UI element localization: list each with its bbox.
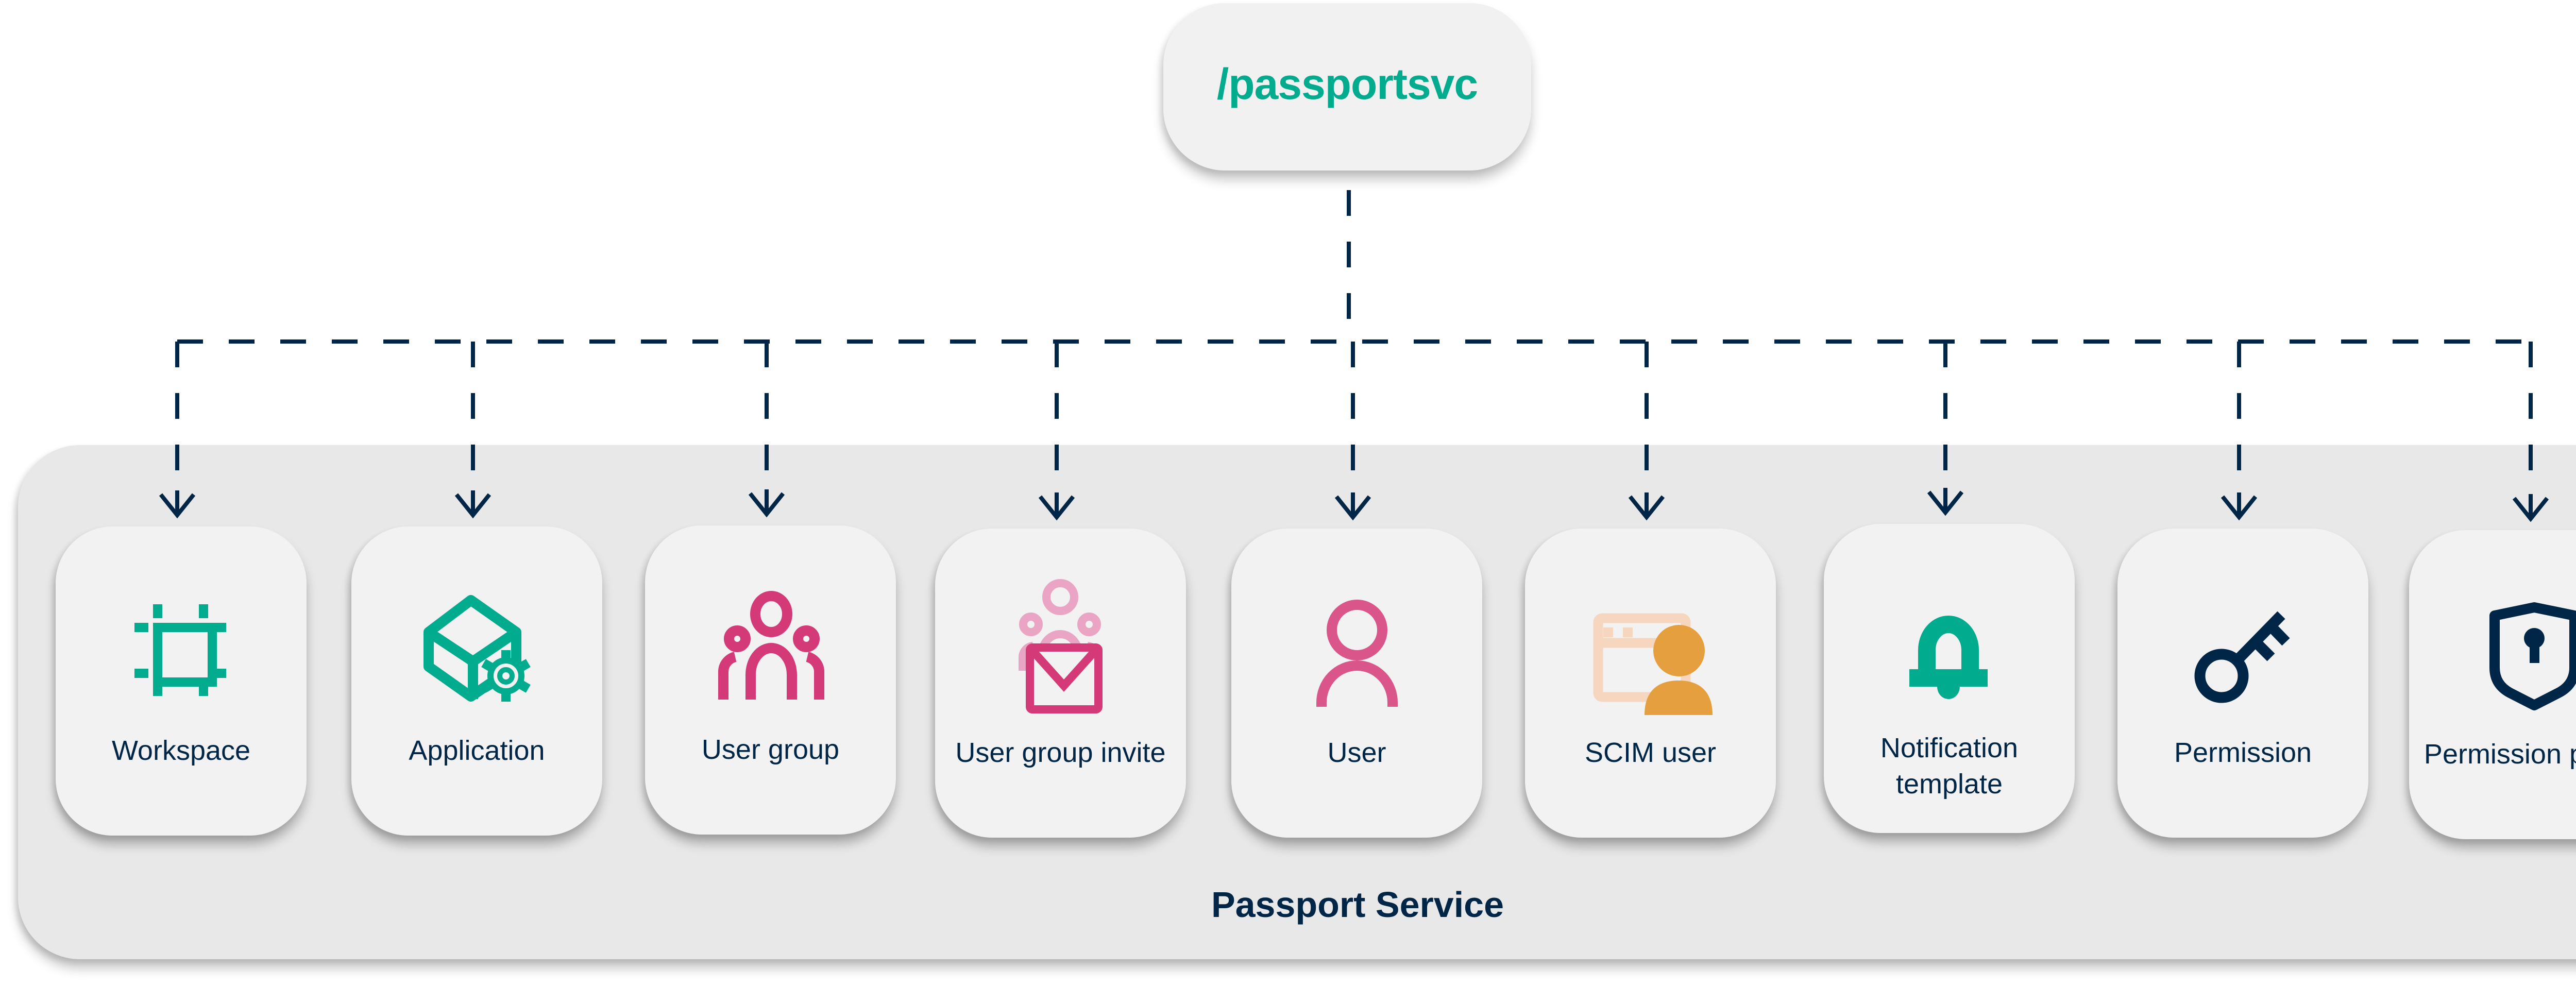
node-user-group-invite[interactable]: User group invite: [935, 529, 1186, 838]
node-permission[interactable]: Permission: [2117, 529, 2368, 838]
node-label: Application: [409, 735, 545, 766]
root-node-label: /passportsvc: [1216, 60, 1478, 108]
node-user[interactable]: User: [1231, 529, 1482, 838]
node-label: Notification template: [1880, 733, 2019, 800]
node-label: User: [1327, 737, 1386, 768]
bell-icon: [1909, 616, 1988, 699]
workspace-icon: [134, 604, 226, 696]
node-permission-profile[interactable]: Permission profile: [2409, 530, 2576, 839]
user-group-invite-envelope-icon: [1018, 579, 1103, 713]
node-scim-user[interactable]: SCIM user: [1525, 529, 1776, 838]
user-group-icon: [718, 591, 824, 700]
node-label: SCIM user: [1584, 737, 1717, 768]
node-notification-template[interactable]: Notification template: [1824, 524, 2075, 833]
root-node-passportsvc[interactable]: /passportsvc: [1163, 3, 1531, 171]
node-workspace[interactable]: Workspace: [56, 526, 307, 836]
node-user-group[interactable]: User group: [645, 525, 896, 835]
shield-keyhole-icon: [2489, 602, 2576, 710]
container-label: Passport Service: [1211, 885, 1504, 925]
node-label: User group: [701, 734, 840, 765]
scim-user-icon: [1593, 613, 1713, 715]
node-label: User group invite: [955, 737, 1166, 768]
node-label: Permission profile: [2424, 739, 2576, 770]
node-label: Permission: [2174, 737, 2312, 768]
application-cube-gear-icon: [423, 595, 531, 702]
key-icon: [2194, 611, 2290, 703]
user-icon: [1316, 600, 1398, 707]
node-label: Workspace: [111, 735, 251, 766]
node-application[interactable]: Application: [351, 526, 602, 836]
